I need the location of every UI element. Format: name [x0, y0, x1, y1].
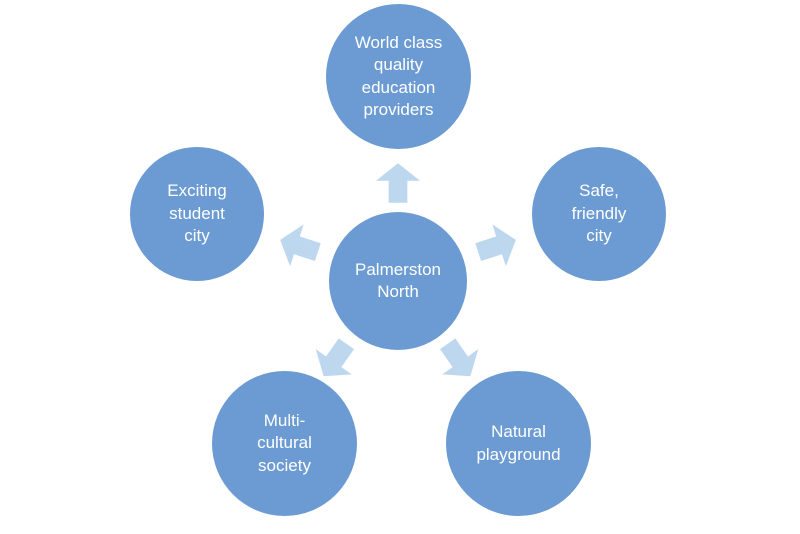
arrow-down-left-icon — [313, 338, 357, 380]
diagram-node-top: World class quality education providers — [326, 4, 471, 149]
diagram-node-bottom-right: Natural playground — [446, 371, 591, 516]
node-label: World class quality education providers — [354, 32, 443, 119]
arrow-right-icon — [475, 224, 519, 267]
node-label: Palmerston North — [355, 259, 441, 301]
node-label: Natural playground — [476, 422, 561, 464]
diagram-node-bottom-left: Multi-cultural society — [212, 371, 357, 516]
node-label: Exciting student city — [167, 181, 227, 246]
diagram-node-right: Safe, friendly city — [532, 147, 666, 281]
diagram-node-left: Exciting student city — [130, 147, 264, 281]
arrow-down-right-icon — [437, 338, 481, 380]
diagram-node-center: Palmerston North — [329, 212, 467, 350]
arrow-left-icon — [277, 224, 321, 267]
node-label: Multi-cultural society — [257, 410, 312, 475]
node-label: Safe, friendly city — [571, 181, 627, 246]
arrow-up-icon — [376, 163, 420, 203]
